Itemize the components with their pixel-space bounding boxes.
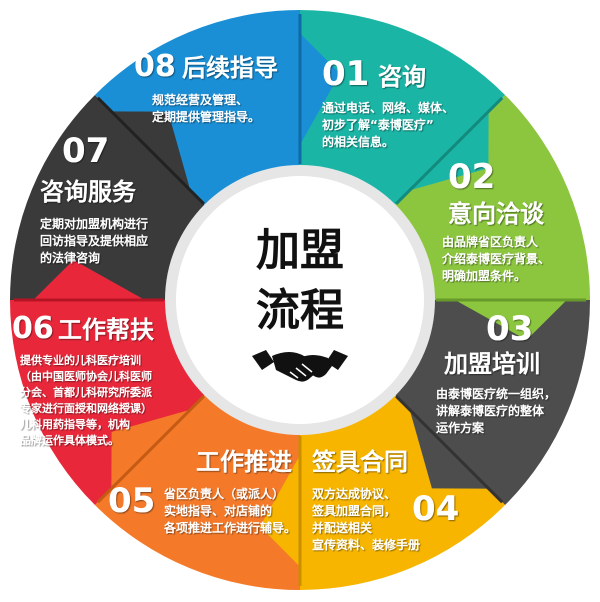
step-number: 03 (486, 309, 533, 349)
step-desc-line: 签具加盟合同， (311, 503, 396, 518)
step-desc-line: 提供专业的儿科医疗培训 (20, 353, 141, 367)
step-title: 工作推进 (196, 448, 292, 476)
fold-03 (395, 395, 504, 504)
center-circle (176, 176, 424, 424)
step-desc-line: 由品牌省区负责人 (442, 234, 539, 249)
step-title: 工作帮扶 (58, 316, 154, 344)
arrow-01 (395, 90, 489, 195)
step-desc-line: 品牌运作具体模式。 (20, 433, 119, 447)
step-desc-line: 省区负责人（或派人） (163, 486, 284, 501)
step-desc-line: 的法律咨询 (40, 250, 100, 265)
step-number: 04 (412, 489, 459, 529)
fold-05 (96, 395, 205, 504)
segment-03 (391, 300, 590, 506)
step-desc-line: 宣传资料、装修手册 (312, 537, 420, 552)
arrow-07 (90, 111, 195, 205)
step-desc-line: 定期提供管理指导。 (152, 109, 260, 124)
step-desc-line: 专家进行面授和网络授课） (20, 401, 152, 415)
step-desc-line: 运作方案 (436, 420, 485, 435)
center-title-line2: 流程 (256, 285, 344, 336)
segment-05 (94, 391, 301, 590)
step-desc-line: 定期对加盟机构进行 (40, 216, 148, 231)
step-desc-line: 通过电话、网络、媒体、 (322, 100, 454, 115)
step-number: 06 (12, 311, 54, 346)
arrow-05 (111, 405, 205, 510)
step-desc-line: 讲解泰博医疗的整体 (436, 403, 545, 418)
step-number: 08 (134, 49, 176, 84)
step-number: 05 (108, 481, 155, 521)
step-desc-line: 初步了解“泰博医疗” (322, 117, 434, 132)
segment-08 (94, 10, 301, 209)
step-desc-line: 规范经营及管理、 (152, 92, 248, 107)
center-title-line1: 加盟 (256, 225, 344, 276)
segment-07 (10, 94, 209, 301)
step-desc-line: 的相关信息。 (322, 134, 394, 149)
step-desc-line: 分会、首都儿科研究所委派 (20, 385, 153, 399)
step-number: 01 (322, 54, 369, 94)
step-title: 意向洽谈 (448, 200, 545, 228)
handshake-icon (252, 350, 348, 382)
step-desc-line: 儿科用药指导等，机构 (19, 417, 130, 431)
step-desc-line: 实地指导、对店铺的 (164, 503, 272, 518)
step-title: 后续指导 (182, 54, 278, 82)
segment-06 (10, 300, 209, 506)
segment-04 (300, 391, 506, 590)
step-desc-line: 介绍泰博医疗背景、 (441, 251, 550, 266)
step-number: 07 (62, 131, 109, 171)
step-title: 加盟培训 (444, 350, 540, 378)
arrow-03 (405, 395, 510, 489)
segment-01 (300, 10, 506, 209)
step-desc-line: 由泰博医疗统一组织， (436, 386, 556, 401)
step-desc-line: 明确加盟条件。 (442, 268, 526, 283)
step-number: 02 (448, 157, 495, 197)
step-desc-line: 双方达成协议、 (312, 486, 396, 501)
segment-02 (391, 94, 590, 301)
step-title: 签具合同 (311, 448, 408, 476)
fold-07 (96, 96, 205, 205)
step-desc-line: 并配送相关 (312, 520, 372, 535)
fold-01 (395, 96, 504, 205)
step-desc-line: 各项推进工作进行辅导。 (163, 520, 296, 535)
step-desc-line: （由中国医师协会儿科医师 (20, 369, 152, 383)
step-title: 咨询 (378, 63, 426, 91)
step-title: 咨询服务 (40, 178, 137, 206)
step-desc-line: 回访指导及提供相应 (40, 233, 148, 248)
